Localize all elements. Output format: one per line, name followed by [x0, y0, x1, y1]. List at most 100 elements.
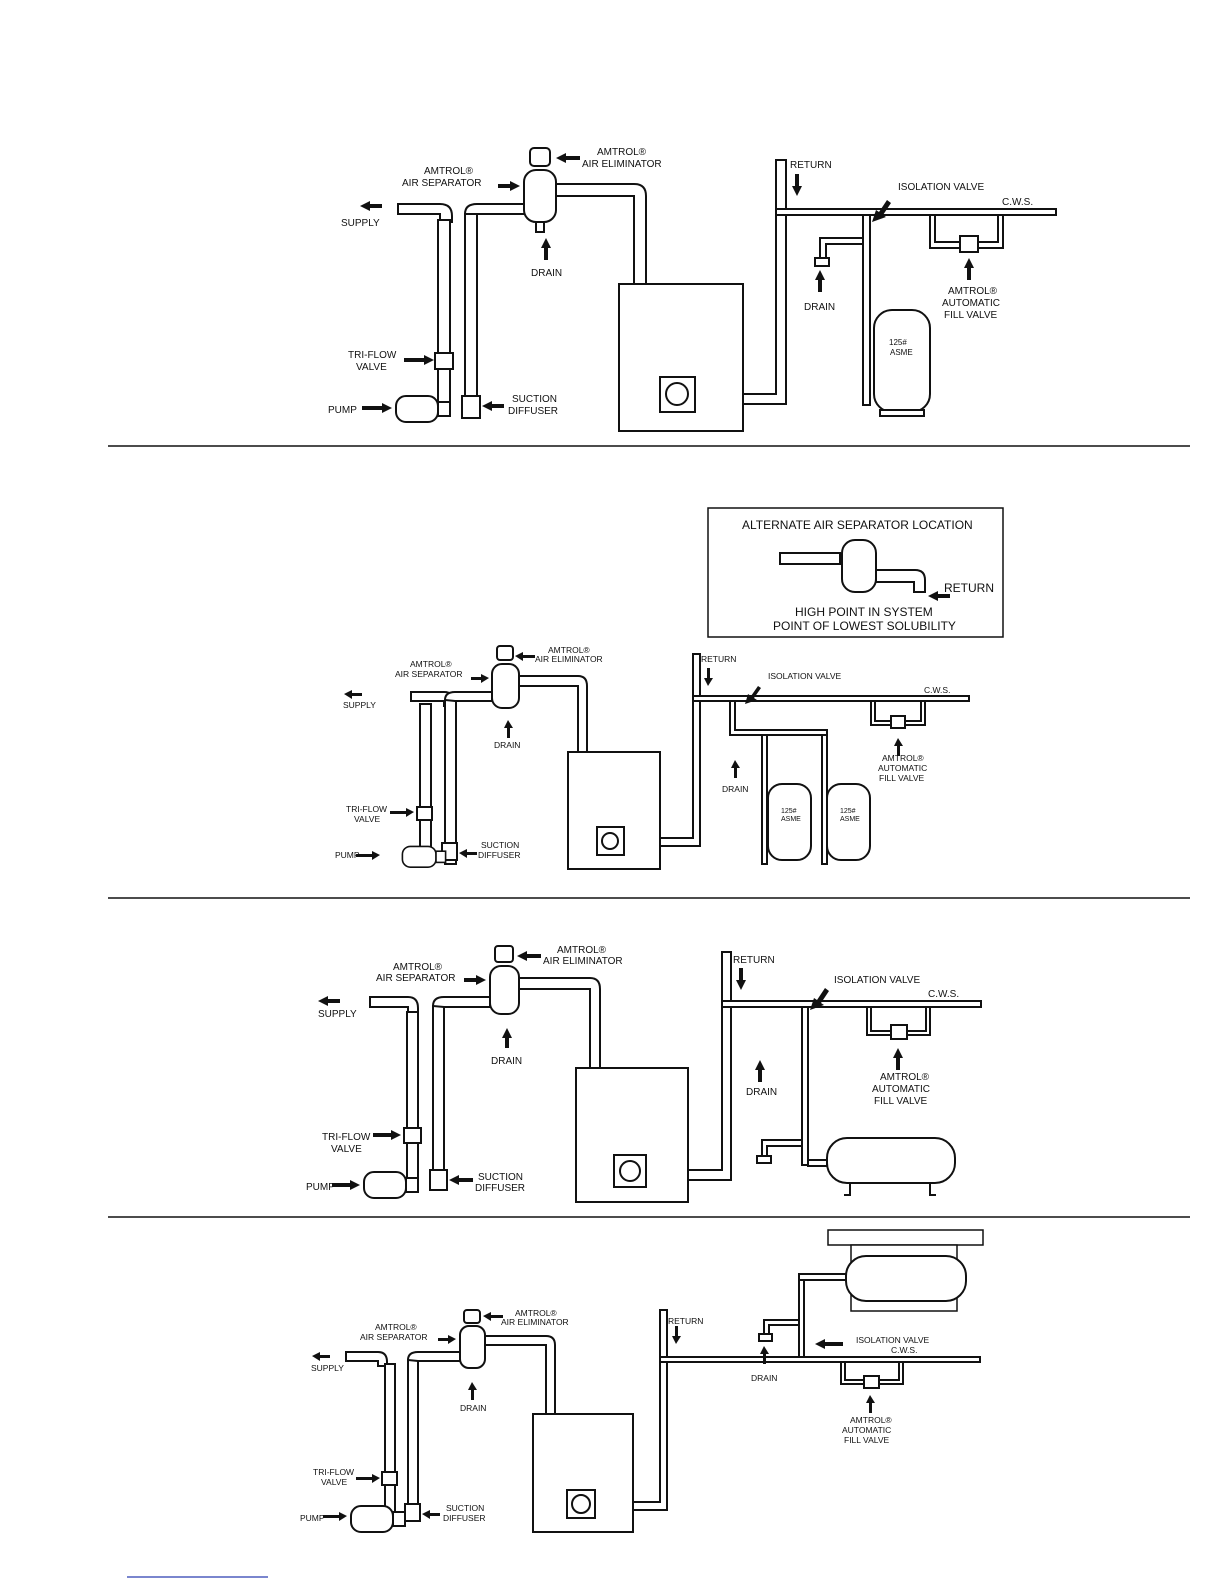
drain-top-label: DRAIN [460, 1403, 486, 1413]
supply-riser [419, 703, 432, 865]
air-separator-arrow [471, 674, 489, 683]
air-eliminator [529, 147, 551, 167]
cws-label: C.W.S. [928, 989, 959, 1000]
fill-valve-label-3: FILL VALVE [874, 1096, 928, 1107]
air-separator [459, 1325, 486, 1369]
return-label: RETURN [790, 160, 832, 171]
tank-2-label-1: 125# [840, 808, 856, 815]
isolation-valve-label: ISOLATION VALVE [898, 182, 984, 193]
inset-note-line-2: POINT OF LOWEST SOLUBILITY [773, 619, 956, 633]
side-drain-arrow [760, 1346, 769, 1364]
suction-diffuser-arrow [449, 1175, 473, 1185]
supply-pipe [345, 1351, 388, 1367]
fill-valve-loop [870, 700, 926, 726]
air-separator-label-1: AMTROL® [393, 962, 443, 973]
suction-diffuser [461, 395, 481, 419]
drain-top-label: DRAIN [494, 740, 520, 750]
supply-label: SUPPLY [341, 218, 380, 229]
fill-valve-label-3: FILL VALVE [879, 773, 925, 783]
boiler-return-pipe [659, 653, 701, 847]
tank-1-label-1: 125# [781, 808, 797, 815]
tank-drop-1 [761, 729, 768, 865]
fill-valve-label-3: FILL VALVE [844, 1435, 890, 1445]
air-separator-arrow [438, 1335, 456, 1344]
inset-note-line-1: HIGH POINT IN SYSTEM [795, 605, 933, 619]
drain-top-label: DRAIN [491, 1056, 522, 1067]
inset-return-label: RETURN [944, 581, 994, 595]
return-label: RETURN [668, 1316, 703, 1326]
boiler-burner-port [665, 382, 689, 406]
pump-arrow [356, 851, 380, 860]
isolation-valve-arrow [815, 1339, 843, 1349]
isolation-valve-label: ISOLATION VALVE [834, 975, 920, 986]
horizontal-tank [845, 1255, 967, 1302]
tri-flow-arrow [356, 1474, 380, 1483]
pump-label: PUMP [328, 405, 357, 416]
air-separator-arrow [464, 975, 486, 985]
drain-valve-top [535, 221, 545, 233]
fill-valve-loop [840, 1361, 904, 1385]
separator-outlet-pipe [484, 1335, 556, 1415]
side-drain-pipe [819, 237, 864, 259]
suction-diffuser-label-1: SUCTION [478, 1172, 523, 1183]
supply-arrow [344, 690, 362, 699]
separator-inlet-pipe [443, 691, 493, 702]
tri-flow-label-2: VALVE [321, 1477, 347, 1487]
pump-arrow [323, 1512, 347, 1521]
tri-flow-valve [416, 806, 433, 821]
air-eliminator [463, 1309, 481, 1324]
fill-valve-arrow [893, 1048, 903, 1070]
air-separator-label-2: AIR SEPARATOR [376, 973, 455, 984]
boiler-burner-port [571, 1494, 591, 1514]
side-drain-valve [756, 1155, 772, 1164]
suction-diffuser-label-1: SUCTION [481, 840, 519, 850]
fill-valve-label-1: AMTROL® [948, 286, 998, 297]
tank-1-label-2: ASME [781, 816, 801, 823]
air-eliminator [494, 945, 514, 963]
suction-diffuser-label-2: DIFFUSER [443, 1513, 486, 1523]
return-riser [444, 699, 457, 865]
tank-drop [801, 1006, 809, 1166]
separator-inlet-pipe [463, 203, 526, 215]
tri-flow-arrow [373, 1130, 401, 1140]
pump-arrow [332, 1180, 360, 1190]
cws-label: C.W.S. [1002, 197, 1033, 208]
fill-valve-body [890, 715, 906, 729]
cws-label: C.W.S. [891, 1345, 917, 1355]
diagram-2: SUPPLY AMTROL® AIR SEPARATOR AMTROL® AIR… [335, 645, 970, 870]
fill-valve-label-2: AUTOMATIC [878, 763, 927, 773]
tri-flow-label-1: TRI-FLOW [313, 1467, 354, 1477]
separator-outlet-pipe [518, 675, 588, 753]
supply-riser [406, 1011, 419, 1181]
air-separator [491, 663, 520, 709]
tank-header [798, 1273, 847, 1281]
suction-diffuser-label-2: DIFFUSER [475, 1183, 525, 1194]
expansion-tank-1 [767, 783, 812, 861]
tri-flow-arrow [404, 355, 434, 365]
supply-label: SUPPLY [318, 1009, 357, 1020]
expansion-tank-2 [826, 783, 871, 861]
air-eliminator [496, 645, 514, 661]
suction-diffuser-arrow [459, 849, 477, 858]
tri-flow-valve [403, 1127, 422, 1144]
tri-flow-label-1: TRI-FLOW [322, 1132, 371, 1143]
fill-valve-label-2: AUTOMATIC [942, 298, 1000, 309]
fill-valve-body [863, 1375, 880, 1389]
expansion-tank [873, 309, 931, 413]
tank-header [807, 1159, 828, 1167]
side-drain-label: DRAIN [722, 784, 748, 794]
main-line [692, 695, 970, 702]
isolation-valve-label: ISOLATION VALVE [856, 1335, 930, 1345]
tri-flow-label-1: TRI-FLOW [348, 350, 397, 361]
return-riser [464, 213, 478, 413]
return-arrow [704, 668, 713, 686]
fill-valve-label-1: AMTROL® [882, 753, 924, 763]
fill-valve-arrow [866, 1395, 875, 1413]
cws-label: C.W.S. [924, 685, 950, 695]
supply-arrow [318, 996, 340, 1006]
air-eliminator-label-1: AMTROL® [548, 645, 590, 655]
tri-flow-label-2: VALVE [354, 814, 380, 824]
separator-outlet-pipe [555, 183, 647, 285]
expansion-tank-base [879, 409, 925, 417]
